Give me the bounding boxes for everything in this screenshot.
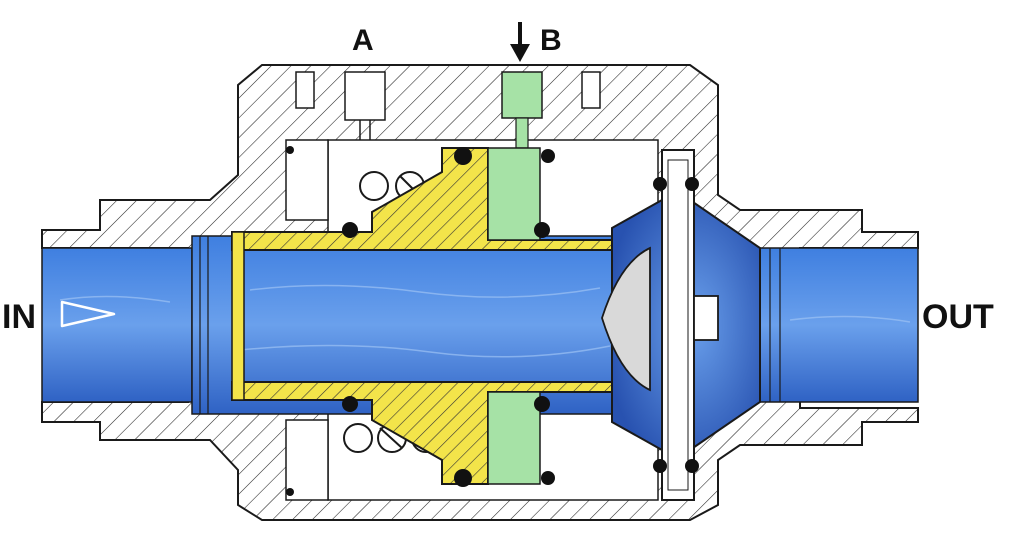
outlet-label: OUT [922,298,994,336]
inlet-label: IN [2,298,36,336]
control-chamber [487,71,543,485]
outlet-cone-seat [601,149,761,501]
port-a-label: A [352,24,374,57]
flow-direction-icon [60,300,116,328]
port-b-arrow [510,22,530,62]
chamber-upper [487,147,541,241]
chamber-lower [487,391,541,485]
port-b-fitting [501,71,543,119]
o-ring-seals [286,146,699,496]
port-b-label: B [540,24,562,57]
